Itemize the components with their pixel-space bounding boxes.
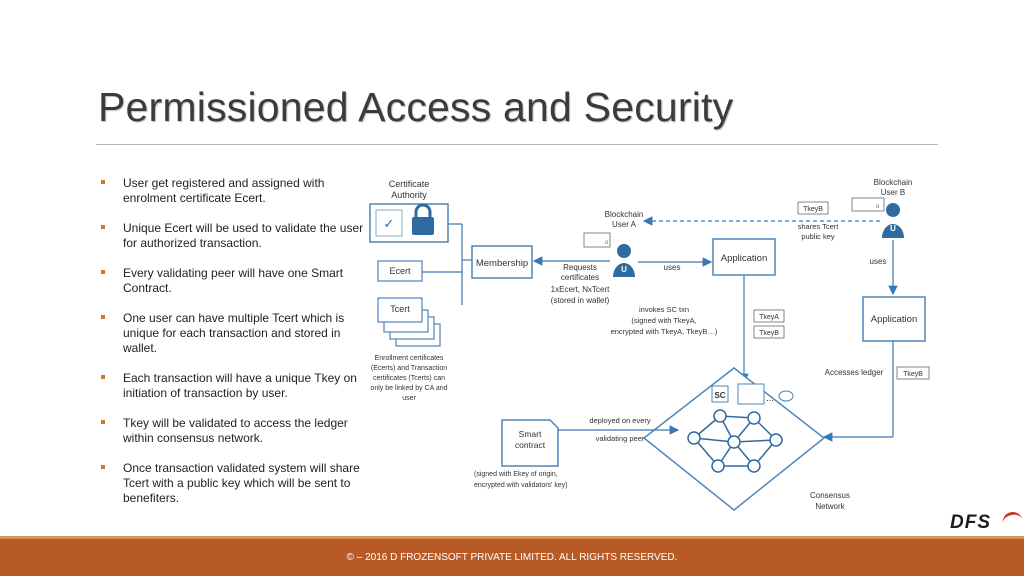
signed-line1: (signed with Ekey of origin, <box>474 471 558 478</box>
bullet-text: Once transaction validated system will s… <box>123 461 360 505</box>
sc-icon <box>711 385 729 403</box>
tkeyb-label: TkeyB <box>759 330 779 337</box>
smart-contract-line2: contract <box>515 440 546 450</box>
wallet-dot: o <box>876 204 880 210</box>
bullet-marker <box>101 375 105 379</box>
requests-line4: (stored in wallet) <box>551 296 610 305</box>
certs-note-line: (Ecerts) and Transaction <box>371 365 447 372</box>
smart-contract-line1: Smart <box>519 429 542 439</box>
application-box-b <box>862 296 926 342</box>
footer-bar <box>0 536 1024 576</box>
application-box-a <box>712 238 776 276</box>
invokes-line1: invokes SC txn <box>639 305 689 314</box>
tcert-label: Tcert <box>390 304 410 314</box>
wallet-icon <box>583 232 611 248</box>
signed-line2: encrypted with validators' key) <box>474 482 568 489</box>
bullet-text: Unique Ecert will be used to validate th… <box>123 221 364 250</box>
user-b-label-line1: Blockchain <box>874 178 913 187</box>
user-b-letter: U <box>890 224 896 233</box>
deployed-line1: deployed on every <box>589 416 651 425</box>
application-label-a: Application <box>721 253 767 264</box>
ecert-label: Ecert <box>389 266 411 276</box>
certs-note-line: only be linked by CA and <box>370 385 447 392</box>
user-a-letter: U <box>621 265 627 274</box>
bullet-text: Every validating peer will have one Smar… <box>123 266 344 295</box>
peer-network-graph <box>687 409 783 473</box>
consensus-label-line2: Network <box>815 502 845 511</box>
user-b-label-line2: User B <box>881 188 905 197</box>
bullet-text: Tkey will be validated to access the led… <box>123 416 348 445</box>
database-icon <box>778 390 794 402</box>
wallet-dot: o <box>605 240 609 246</box>
uses-label-b: uses <box>870 257 887 266</box>
requests-line1: Requests <box>563 263 597 272</box>
bullet-item: Each transaction will have a unique Tkey… <box>99 371 367 401</box>
checkmark-icon: ✓ <box>384 216 395 231</box>
tkeya-tag <box>753 309 785 323</box>
consensus-label-line1: Consensus <box>810 491 850 500</box>
tkeyb-label: TkeyB <box>803 206 823 213</box>
user-a-label-line1: Blockchain <box>605 210 644 219</box>
user-a-label-line2: User A <box>612 220 637 229</box>
bullet-text: One user can have multiple Tcert which i… <box>123 311 345 355</box>
slide-title: Permissioned Access and Security <box>98 84 734 130</box>
user-b-icon <box>882 203 904 238</box>
uses-label-a: uses <box>664 263 681 272</box>
wallet-icon <box>851 197 885 212</box>
logo-swoosh-icon <box>1000 510 1024 527</box>
bullet-marker <box>101 225 105 229</box>
tkeya-label: TkeyA <box>759 314 779 321</box>
bullet-text: User get registered and assigned with en… <box>123 176 325 205</box>
permissioned-access-diagram: Certificate Authority ✓ Ecert Tcert Enro… <box>369 178 930 511</box>
shares-line1: shares Tcert <box>798 222 840 231</box>
bullet-marker <box>101 315 105 319</box>
bullet-item: Unique Ecert will be used to validate th… <box>99 221 367 251</box>
bullet-item: Every validating peer will have one Smar… <box>99 266 367 296</box>
deployed-line2: validating peer <box>596 434 645 443</box>
application-label-b: Application <box>871 314 917 325</box>
membership-label: Membership <box>476 258 528 269</box>
sc-label: SC <box>714 391 725 400</box>
bullet-item: User get registered and assigned with en… <box>99 176 367 206</box>
footer-copyright: © – 2016 D FROZENSOFT PRIVATE LIMITED. A… <box>346 552 678 563</box>
certificate-icon <box>375 209 403 237</box>
ellipsis-label: ... <box>766 393 774 403</box>
requests-line3: 1xEcert, NxTcert <box>551 285 610 294</box>
bullet-list: User get registered and assigned with en… <box>99 176 367 521</box>
tkeyb-label: TkeyB <box>903 371 923 378</box>
user-a-icon <box>613 244 635 277</box>
bullet-item: Once transaction validated system will s… <box>99 461 367 506</box>
bullet-item: Tkey will be validated to access the led… <box>99 416 367 446</box>
title-divider <box>96 144 938 145</box>
certs-note-line: Enrollment certificates <box>375 355 444 362</box>
certs-note-line: user <box>402 395 416 402</box>
tkeyb-tag <box>797 201 829 215</box>
invokes-line2: (signed with TkeyA, <box>631 316 696 325</box>
bullet-marker <box>101 270 105 274</box>
bullet-text: Each transaction will have a unique Tkey… <box>123 371 357 400</box>
ledger-icon <box>737 383 765 405</box>
ca-label-line2: Authority <box>391 190 427 200</box>
tkeyb-tag <box>896 366 930 380</box>
dfs-logo: DFS <box>950 512 991 533</box>
certs-note-line: certificates (Tcerts) can <box>373 375 445 382</box>
bullet-marker <box>101 420 105 424</box>
ecert-card <box>377 260 423 282</box>
ca-label-line1: Certificate <box>389 179 430 189</box>
invokes-line3: encrypted with TkeyA, TkeyB…) <box>611 327 718 336</box>
bullet-item: One user can have multiple Tcert which i… <box>99 311 367 356</box>
shares-line2: public key <box>801 232 835 241</box>
tkeyb-tag <box>753 325 785 339</box>
smart-contract-doc <box>501 419 559 467</box>
lock-icon <box>412 203 434 235</box>
membership-box <box>471 245 533 279</box>
requests-line2: certificates <box>561 273 599 282</box>
bullet-marker <box>101 465 105 469</box>
tcert-stack <box>377 297 441 347</box>
accesses-label: Accesses ledger <box>825 368 884 377</box>
bullet-marker <box>101 180 105 184</box>
